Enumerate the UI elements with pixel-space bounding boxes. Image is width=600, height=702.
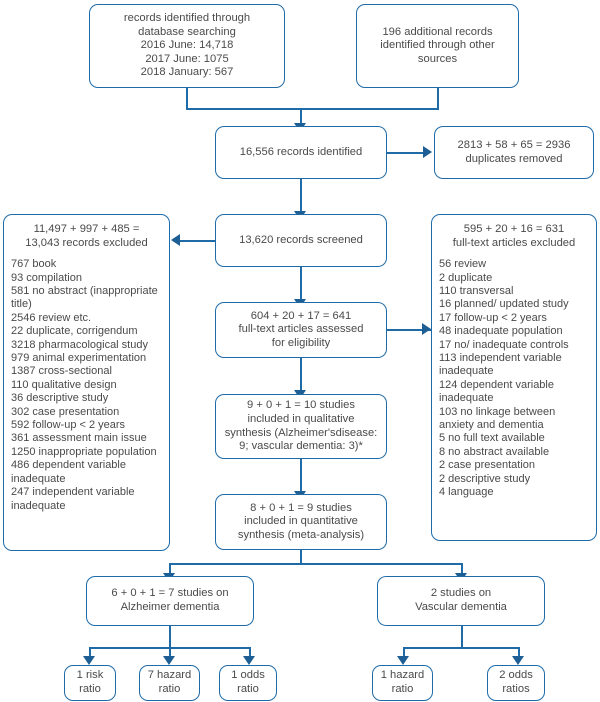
connector-vascular-split-bar — [403, 647, 519, 649]
arrow-to-fulltext-excluded — [422, 323, 431, 335]
node-fulltext-excluded-header: 595 + 20 + 16 = 631 full-text articles e… — [452, 223, 576, 249]
connector-sources-merge-bar — [186, 108, 439, 110]
node-duplicates-removed-text: 2813 + 58 + 65 = 2936 duplicates removed — [457, 138, 571, 165]
node-odds-ratio-1: 1 odds ratio — [219, 665, 277, 701]
arrow-to-risk-ratio — [83, 656, 95, 665]
node-records-excluded: 11,497 + 997 + 485 = 13,043 records excl… — [3, 214, 170, 551]
node-database-records: records identified through database sear… — [89, 4, 285, 88]
node-hazard-ratio-1-text: 1 hazard ratio — [380, 669, 425, 695]
connector-fulltext-to-excluded — [387, 329, 432, 331]
node-fulltext-assessed-text: 604 + 20 + 17 = 641 full-text articles a… — [238, 309, 364, 349]
connector-dementia-split-bar — [169, 563, 463, 565]
connector-identified-to-screened — [300, 179, 302, 213]
connector-fulltext-to-qualitative — [300, 358, 302, 392]
node-fulltext-excluded: 595 + 20 + 16 = 631 full-text articles e… — [431, 214, 597, 541]
node-records-screened: 13,620 records screened — [215, 214, 387, 267]
connector-identified-to-duplicates — [387, 152, 425, 154]
arrow-to-hazard-ratio-7 — [163, 656, 175, 665]
arrow-to-odds-ratios-2 — [512, 656, 524, 665]
node-records-excluded-header: 11,497 + 997 + 485 = 13,043 records excl… — [25, 223, 148, 249]
node-records-identified: 16,556 records identified — [215, 126, 387, 179]
node-hazard-ratio-1: 1 hazard ratio — [372, 665, 433, 701]
node-odds-ratios-2: 2 odds ratios — [487, 665, 545, 701]
connector-vascular-stem — [461, 626, 463, 648]
node-other-records: 196 additional records identified throug… — [356, 4, 519, 88]
arrow-to-hazard-ratio-1 — [397, 656, 409, 665]
node-alzheimer-studies-text: 6 + 0 + 1 = 7 studies on Alzheimer demen… — [111, 587, 229, 613]
node-hazard-ratio-7: 7 hazard ratio — [139, 665, 200, 701]
node-quantitative-synthesis-text: 8 + 0 + 1 = 9 studies included in quanti… — [237, 501, 365, 541]
connector-split-to-vascular — [461, 563, 463, 575]
arrow-to-odds-ratio-1 — [243, 656, 255, 665]
node-vascular-studies-text: 2 studies on Vascular dementia — [415, 587, 507, 613]
connector-to-odds-ratio-1 — [249, 647, 251, 658]
connector-screened-to-fulltext — [300, 267, 302, 301]
node-duplicates-removed: 2813 + 58 + 65 = 2936 duplicates removed — [434, 126, 594, 179]
node-vascular-studies: 2 studies on Vascular dementia — [377, 576, 545, 626]
node-records-identified-text: 16,556 records identified — [239, 145, 363, 158]
connector-quantitative-stem — [300, 550, 302, 564]
arrow-to-records-excluded — [171, 234, 180, 246]
connector-to-hazard-ratio-7 — [169, 647, 171, 658]
node-hazard-ratio-7-text: 7 hazard ratio — [147, 669, 192, 695]
node-fulltext-excluded-reasons: 56 review 2 duplicate 110 transversal 16… — [439, 258, 569, 499]
node-alzheimer-studies: 6 + 0 + 1 = 7 studies on Alzheimer demen… — [86, 576, 254, 626]
connector-to-risk-ratio — [89, 647, 91, 658]
node-risk-ratio: 1 risk ratio — [64, 665, 116, 701]
connector-merge-to-identified — [300, 108, 302, 125]
node-records-screened-text: 13,620 records screened — [239, 233, 363, 246]
node-quantitative-synthesis: 8 + 0 + 1 = 9 studies included in quanti… — [215, 494, 387, 550]
node-other-records-text: 196 additional records identified throug… — [380, 25, 495, 65]
connector-screened-to-excluded — [180, 240, 216, 242]
node-records-excluded-reasons: 767 book 93 compilation 581 no abstract … — [11, 258, 158, 512]
node-database-records-text: records identified through database sear… — [123, 12, 251, 79]
node-odds-ratios-2-text: 2 odds ratios — [499, 669, 533, 695]
node-qualitative-synthesis-text: 9 + 0 + 1 = 10 studies included in quali… — [224, 399, 378, 453]
connector-alzheimer-stem — [169, 626, 171, 648]
connector-qualitative-to-quantitative — [300, 459, 302, 493]
node-risk-ratio-text: 1 risk ratio — [76, 669, 104, 695]
connector-to-odds-ratios-2 — [518, 647, 520, 658]
node-odds-ratio-1-text: 1 odds ratio — [231, 669, 265, 695]
arrow-to-duplicates-removed — [423, 146, 432, 158]
connector-to-hazard-ratio-1 — [403, 647, 405, 658]
node-qualitative-synthesis: 9 + 0 + 1 = 10 studies included in quali… — [215, 394, 387, 459]
node-fulltext-assessed: 604 + 20 + 17 = 641 full-text articles a… — [215, 302, 387, 358]
connector-split-to-alzheimer — [169, 563, 171, 575]
connector-database-stem — [186, 88, 188, 109]
connector-other-stem — [437, 88, 439, 109]
